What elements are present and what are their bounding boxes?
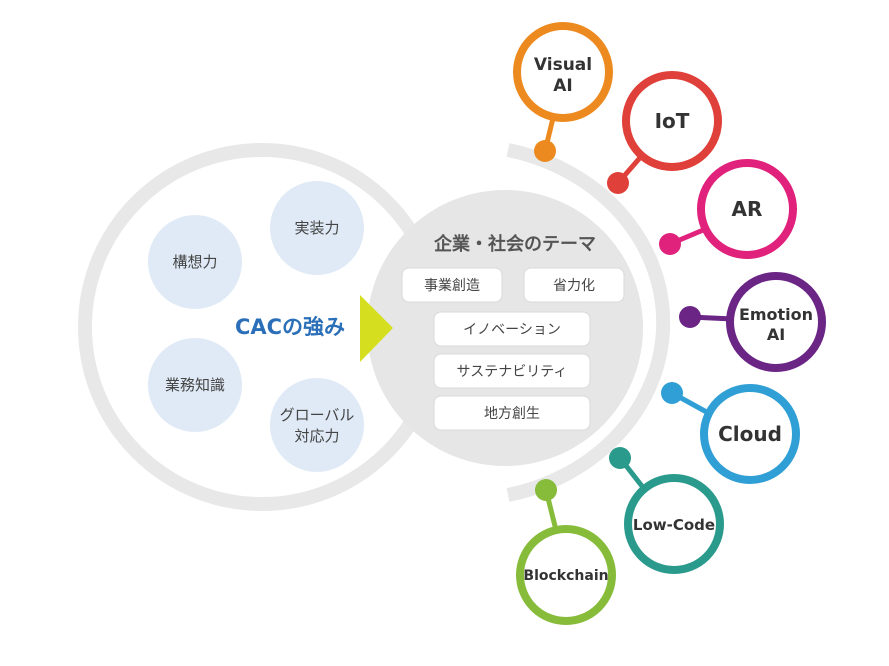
arrow-icon xyxy=(360,295,393,362)
strength-label: 構想力 xyxy=(172,253,217,271)
svg-text:地方創生: 地方創生 xyxy=(484,406,540,422)
theme-tag: サステナビリティ xyxy=(433,353,591,389)
tech-node-iot: IoT xyxy=(607,71,722,194)
svg-text:イノベーション: イノベーション xyxy=(463,322,561,338)
strength-bubble-koso: 構想力 xyxy=(148,215,242,309)
tech-label: Cloud xyxy=(718,422,782,446)
strength-bubble-jisso: 実装力 xyxy=(270,181,364,275)
tech-label-line2: AI xyxy=(553,76,572,96)
tech-label-line1: Visual xyxy=(534,55,592,75)
tech-node-low-code: Low-Code xyxy=(609,447,724,574)
tech-node-blockchain: Blockchain xyxy=(516,479,616,625)
strength-bubble-global: グローバル 対応力 xyxy=(270,378,364,472)
theme-tag: 地方創生 xyxy=(433,395,591,431)
strength-label-line1: グローバル xyxy=(280,406,355,424)
strength-label-line2: 対応力 xyxy=(294,427,339,445)
tech-label: IoT xyxy=(655,109,690,133)
svg-text:サステナビリティ: サステナビリティ xyxy=(457,364,568,380)
tech-node-emotion-ai: Emotion AI xyxy=(679,272,826,372)
tech-node-visual-ai: Visual AI xyxy=(513,22,613,162)
tech-label: Blockchain xyxy=(523,568,608,584)
strength-bubble-gyomu: 業務知識 xyxy=(148,338,242,432)
svg-text:事業創造: 事業創造 xyxy=(424,278,480,294)
tech-label-line2: AI xyxy=(767,325,785,344)
tech-label: Low-Code xyxy=(633,516,715,534)
theme-tag: 事業創造 xyxy=(401,267,503,303)
theme-tag: イノベーション xyxy=(433,311,591,347)
technology-arc xyxy=(506,143,671,502)
tech-label-line1: Emotion xyxy=(739,305,813,324)
svg-text:省力化: 省力化 xyxy=(553,278,595,294)
tech-node-ar: AR xyxy=(659,159,797,259)
theme-title: 企業・社会のテーマ xyxy=(433,233,596,255)
strength-label: 実装力 xyxy=(294,219,339,237)
cac-strength-label: CACの強み xyxy=(235,315,345,339)
strength-label: 業務知識 xyxy=(165,376,225,394)
theme-tag: 省力化 xyxy=(523,267,625,303)
tech-node-cloud: Cloud xyxy=(661,382,800,484)
tech-label: AR xyxy=(732,197,763,221)
